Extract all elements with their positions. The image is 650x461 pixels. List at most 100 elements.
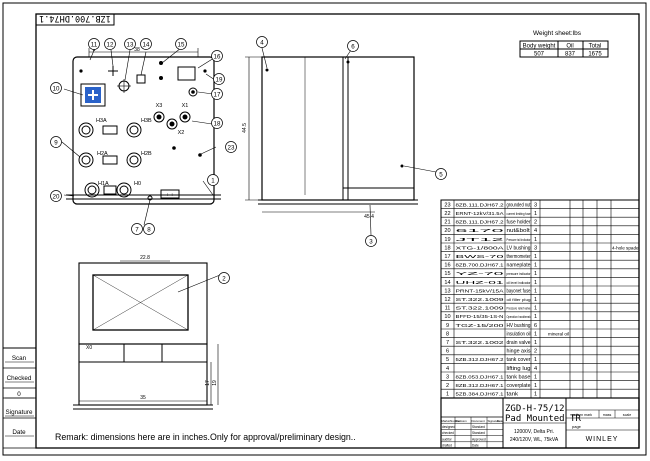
svg-text:19: 19 [216, 76, 223, 83]
bom-name: nameplate [507, 263, 531, 269]
bom-name: insulation oil [507, 331, 531, 337]
fuse-holder-symbol [160, 189, 180, 199]
bom-no: 14 [444, 280, 450, 286]
label-x3: X3 [156, 103, 163, 109]
plan-view: 22.8 17 19 35 X0 [73, 255, 221, 410]
weight-header-oil: Oil [566, 44, 573, 50]
callout-20: 20 [50, 190, 62, 202]
bom-note: 4-hole spade [612, 245, 639, 250]
bom-no: 16 [444, 263, 450, 269]
bom-name: grounded nut [507, 202, 531, 208]
label-small: + + [166, 193, 173, 199]
bom-qty: 3 [534, 202, 537, 208]
side-label: Date [12, 429, 26, 436]
bom-qty: 1 [534, 237, 537, 243]
callout-17: 17 [211, 88, 223, 100]
sign-role-right: Standard [472, 425, 485, 429]
bom-qty: 1 [534, 357, 537, 363]
weight-value-body: 507 [534, 52, 545, 58]
bom-name: HV bushing [507, 323, 531, 329]
bom-name: LV bushing [507, 245, 531, 251]
svg-text:13: 13 [127, 41, 134, 48]
bom-no: 23 [444, 202, 450, 208]
callout-14: 14 [140, 38, 152, 50]
sign-header: Marks/Number [442, 419, 461, 423]
bom-name: current limiting fuse [507, 212, 531, 216]
bom-name: Pressure relief valve [507, 307, 531, 311]
bom-name: tank cover [507, 357, 531, 363]
bom-no: 4 [446, 366, 449, 372]
title-spec-2: 240/120V, WL, 75kVA [510, 437, 559, 443]
bom-name: tank [507, 392, 519, 398]
bom-no: 15 [444, 271, 450, 277]
callout-8: 8 [143, 223, 155, 235]
bom-code: TGZ-15/200 [456, 323, 505, 328]
sign-role: drafted [442, 444, 452, 448]
bom-name: hinge axis [507, 349, 531, 355]
bom-no: 19 [444, 237, 450, 243]
bom-qty: 1 [534, 271, 537, 277]
title-model: ZGD-H-75/12 [505, 404, 565, 414]
callout-2: 2 [218, 272, 230, 284]
bom-code: ST.322.1009 [456, 297, 505, 302]
hv-bushing-h2a [78, 152, 94, 168]
side-label: 0 [17, 391, 21, 398]
bom-name: Pressure tail indicator [507, 238, 532, 242]
callout-12: 12 [104, 38, 116, 50]
bom-code: 8ZB.111.DJH67.2 [456, 220, 505, 225]
hv-bushing-h0 [116, 182, 132, 198]
bom-code: YZ-70 [456, 271, 507, 276]
company-name: WINLEY [586, 436, 619, 443]
svg-text:20: 20 [53, 193, 60, 200]
callout-18: 18 [211, 117, 223, 129]
title-header-pattern: pattern mark [572, 413, 592, 417]
bom-qty: 1 [534, 280, 537, 286]
bom-no: 18 [444, 245, 450, 251]
sign-role: auditor [442, 437, 453, 441]
bom-code: 5ZB.384.DJH67.1 [456, 392, 505, 397]
operation-handle-box [80, 83, 106, 107]
callout-13: 13 [124, 38, 136, 50]
front-view: 38 8 X3 X1 X2 H3A H3B [61, 47, 221, 226]
callout-5: 5 [435, 168, 447, 180]
dim-plan-bottom: 35 [140, 395, 146, 401]
bom-no: 20 [444, 228, 450, 234]
bom-no: 3 [446, 374, 449, 380]
sign-role-right: Approved [472, 437, 486, 441]
label-x1: X1 [182, 103, 189, 109]
bom-code: BWS-70 [456, 254, 506, 259]
bom-qty: 3 [534, 245, 537, 251]
bom-code: ST.322.1002 [456, 340, 505, 345]
callout-3: 3 [365, 235, 377, 247]
dim-plan-width: 22.8 [140, 255, 150, 261]
bom-name: lifting lug [507, 366, 531, 372]
sign-header: Date [497, 419, 503, 423]
oil-level-indicator-symbol [136, 74, 146, 84]
bom-name: tank base [507, 374, 531, 380]
side-label: Scan [12, 355, 27, 362]
bom-no: 2 [446, 383, 449, 389]
svg-text:15: 15 [178, 41, 185, 48]
label-x2: X2 [178, 130, 185, 136]
label-h2a: H2A [97, 151, 108, 157]
svg-text:3: 3 [369, 238, 373, 245]
label-h3a: H3A [96, 118, 107, 124]
callout-4: 4 [256, 36, 268, 48]
bom-qty: 1 [534, 263, 537, 269]
bom-qty: 1 [534, 331, 537, 337]
bom-qty: 1 [534, 383, 537, 389]
dim-top-width: 38 [134, 47, 140, 53]
bom-no: 5 [446, 357, 449, 363]
title-block: ZGD-H-75/12 Pad Mounted TR 12000V, Delta… [440, 397, 640, 449]
bom-no: 7 [446, 340, 449, 346]
bom-name: coverplate [507, 383, 531, 389]
front-view-outline [72, 56, 215, 205]
bom-qty: 1 [534, 392, 537, 398]
bom-no: 9 [446, 323, 449, 329]
bom-name: pressure indicator [507, 272, 532, 276]
weight-header-total: Total [589, 44, 602, 50]
dim-plan-h1: 17 [205, 380, 211, 386]
